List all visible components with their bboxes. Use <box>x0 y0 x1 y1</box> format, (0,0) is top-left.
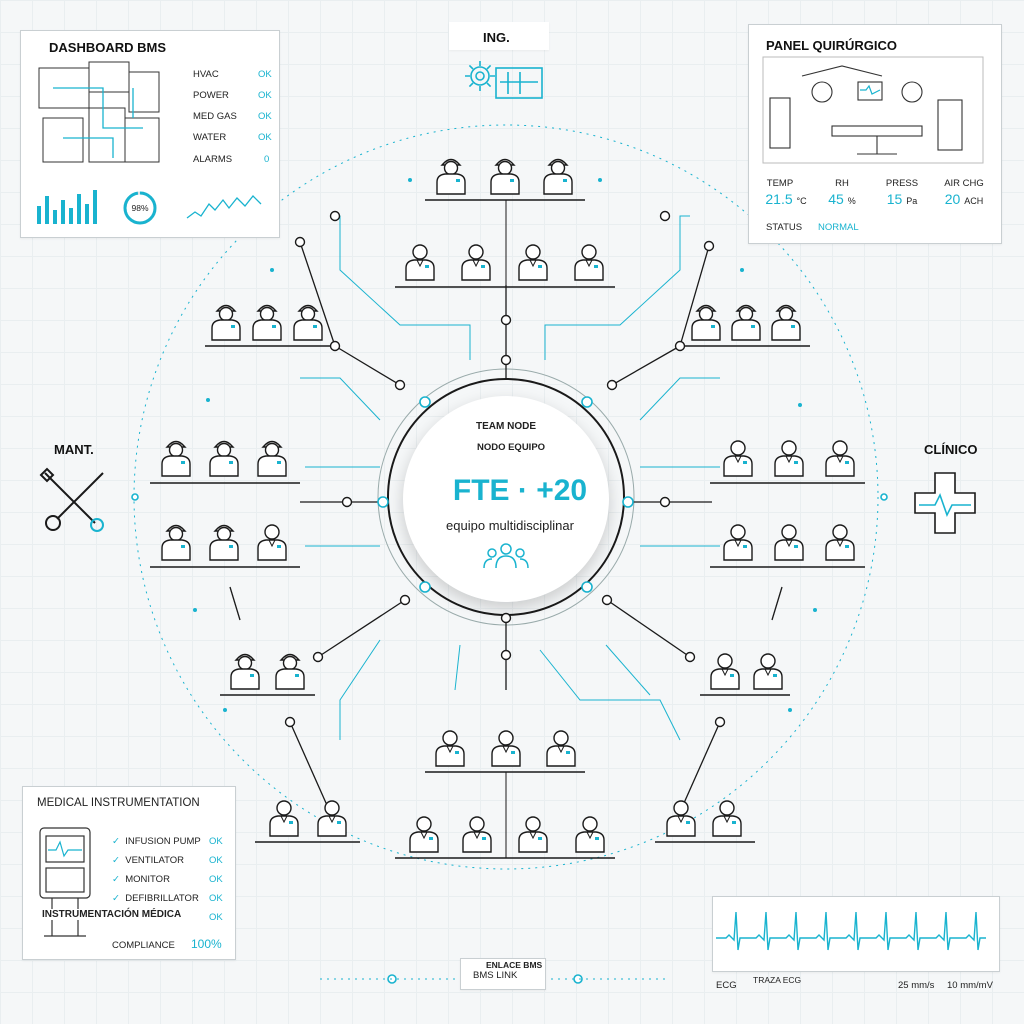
bms-row-label: HVAC <box>193 69 219 80</box>
bms-row-label: ALARMS <box>193 154 233 165</box>
instrument-status: OK <box>209 874 223 885</box>
bms-link-box <box>460 958 546 990</box>
check-icon: ✓ <box>112 874 120 885</box>
bms-row-label: WATER <box>193 132 227 143</box>
clinico-label: CLÍNICO <box>924 442 978 457</box>
nodo-equipo-label: NODO EQUIPO <box>476 442 546 453</box>
ing-label-box <box>449 22 549 50</box>
vital-label: AIR CHG <box>944 178 984 189</box>
instrument-status: OK <box>209 836 223 847</box>
bms-row-label: MED GAS <box>193 111 237 122</box>
bms-row-label: POWER <box>193 90 229 101</box>
vital-label: RH <box>835 178 849 189</box>
instrument-status: OK <box>209 893 223 904</box>
medical-cross-icon <box>914 472 976 534</box>
status-label: STATUS <box>766 222 803 233</box>
instrument-item: ✓ DEFIBRILLATOR <box>112 893 199 904</box>
ecg-label: ECG <box>716 980 737 991</box>
instrument-item: ✓ INFUSION PUMP <box>112 836 201 847</box>
bms-gauge-value: 98% <box>131 203 149 213</box>
compliance-value: 100% <box>191 937 222 951</box>
team-node-label: TEAM NODE <box>476 421 536 432</box>
vital-label: PRESS <box>885 178 919 189</box>
instrument-status: OK <box>209 855 223 866</box>
medical-device-icon <box>39 827 91 937</box>
fte-value: FTE · +20 <box>452 474 588 507</box>
vital-label: TEMP <box>766 178 794 189</box>
compliance-label: COMPLIANCE <box>112 940 175 951</box>
instrument-item: ✓ MONITOR <box>112 874 170 885</box>
bms-bar-chart <box>37 190 97 224</box>
instrumentation-title: MEDICAL INSTRUMENTATION <box>37 797 200 809</box>
gear-blueprint-icon <box>465 61 543 99</box>
bms-row-value: 0 <box>264 154 270 165</box>
ecg-caption: TRAZA ECG <box>753 975 802 985</box>
instrumentation-caption: INSTRUMENTACIÓN MÉDICA <box>42 909 182 920</box>
instrument-item: ✓ VENTILATOR <box>112 855 185 866</box>
vital-value: 45 % <box>828 191 856 207</box>
ecg-gain: 10 mm/mV <box>947 980 993 991</box>
bms-row-value: OK <box>258 132 272 143</box>
vital-value: 15 Pa <box>886 191 918 207</box>
mant-label: MANT. <box>54 442 94 457</box>
team-icon <box>482 542 530 575</box>
center-node <box>403 396 609 602</box>
bms-row-value: OK <box>258 111 272 122</box>
ing-label: ING. <box>483 30 510 45</box>
bms-link-top: ENLACE BMS <box>486 960 543 970</box>
bms-row-value: OK <box>258 69 272 80</box>
center-subtitle: equipo multidisciplinar <box>446 518 574 533</box>
ecg-trace <box>716 911 986 951</box>
status-value: NORMAL <box>818 222 859 233</box>
ecg-speed: 25 mm/s <box>898 980 935 991</box>
bms-panel-title: DASHBOARD BMS <box>46 40 169 55</box>
vital-value: 21.5 °C <box>765 191 807 207</box>
floor-plan-icon <box>38 61 160 163</box>
instrument-extra-status: OK <box>209 912 223 923</box>
check-icon: ✓ <box>112 893 120 904</box>
vital-value: 20 ACH <box>944 191 984 207</box>
check-icon: ✓ <box>112 836 120 847</box>
bms-line-chart <box>186 195 262 219</box>
wrench-screwdriver-icon <box>39 467 104 532</box>
operating-room-icon <box>762 56 984 164</box>
instrumentation-panel <box>22 786 236 960</box>
bms-link-bottom: BMS LINK <box>473 970 518 981</box>
bms-gauge <box>123 191 157 225</box>
check-icon: ✓ <box>112 855 120 866</box>
ecg-panel <box>712 896 1000 972</box>
surgical-panel-title: PANEL QUIRÚRGICO <box>763 38 900 53</box>
bms-row-value: OK <box>258 90 272 101</box>
